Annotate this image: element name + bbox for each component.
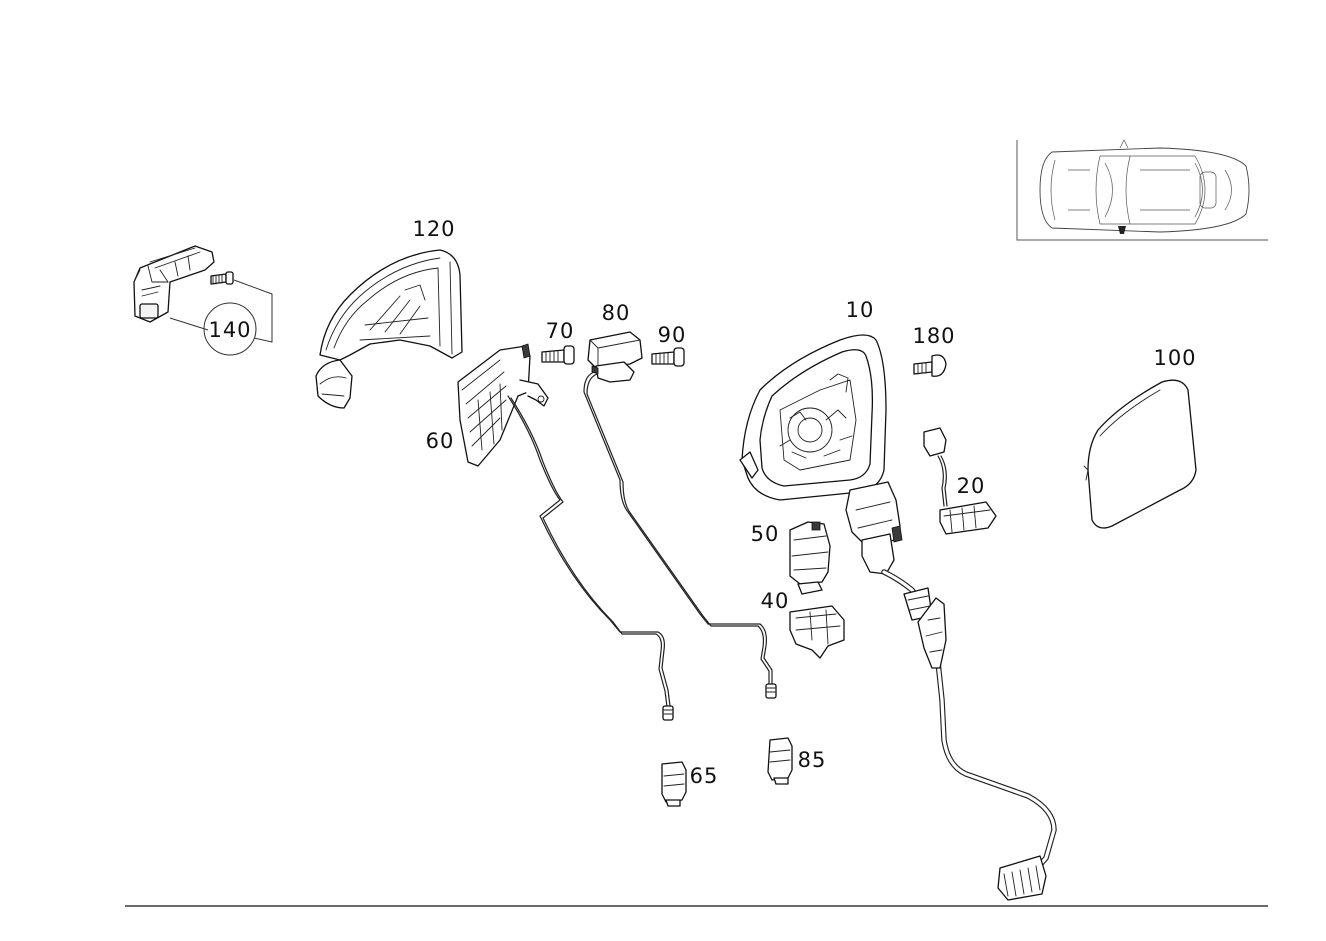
callout-140: 140 bbox=[208, 318, 251, 342]
callout-90: 90 bbox=[658, 323, 687, 347]
callout-65: 65 bbox=[690, 764, 719, 788]
callout-70: 70 bbox=[546, 319, 575, 343]
part-85-connector: 85 bbox=[767, 737, 827, 785]
part-140-camera-module: 140 bbox=[133, 245, 273, 356]
callout-120: 120 bbox=[412, 217, 455, 241]
callout-50: 50 bbox=[751, 522, 780, 546]
part-60-turn-signal: 60 bbox=[426, 343, 674, 721]
callout-40: 40 bbox=[761, 589, 790, 613]
mirror-marker-icon bbox=[1118, 226, 1126, 234]
wiring-harness-icon bbox=[997, 855, 1047, 901]
part-65-connector: 65 bbox=[661, 761, 719, 807]
callout-180: 180 bbox=[912, 324, 955, 348]
vehicle-locator-inset bbox=[1016, 139, 1268, 241]
callout-85: 85 bbox=[798, 748, 827, 772]
callout-20: 20 bbox=[957, 474, 986, 498]
callout-60: 60 bbox=[426, 429, 455, 453]
callout-10: 10 bbox=[846, 298, 875, 322]
mirror-glass-icon: 100 bbox=[1083, 346, 1197, 529]
callout-100: 100 bbox=[1153, 346, 1196, 370]
part-20-heater-element: 20 bbox=[923, 427, 997, 535]
part-90-bolt: 90 bbox=[651, 323, 687, 367]
part-10-mirror-assembly: 10 bbox=[739, 298, 1057, 901]
vehicle-top-view-icon bbox=[1039, 139, 1250, 234]
callout-circle-140 bbox=[203, 302, 257, 356]
part-70-bolt: 70 bbox=[541, 319, 575, 365]
part-180-screw: 180 bbox=[912, 324, 955, 377]
callout-80: 80 bbox=[602, 301, 631, 325]
part-80-module: 80 bbox=[583, 301, 777, 699]
screw-icon bbox=[210, 271, 234, 285]
part-50-adjuster: 50 bbox=[751, 521, 831, 595]
part-40-bracket: 40 bbox=[761, 589, 845, 659]
part-120-mirror-housing: 120 bbox=[315, 217, 463, 409]
